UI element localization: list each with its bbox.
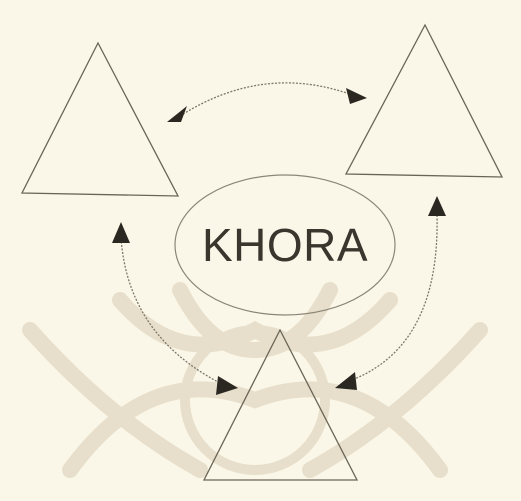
arrow-top-left-head: [167, 106, 187, 122]
triangle-top-right: [346, 25, 502, 177]
khora-label: KHORA: [202, 219, 368, 271]
arrow-left-top-head: [112, 222, 130, 243]
arrow-top-right-head: [346, 88, 367, 104]
arrow-top-curve: [180, 83, 355, 116]
arrow-right-top-head: [428, 196, 446, 216]
triangle-top-left: [22, 43, 178, 196]
arrow-right-bottom-head: [335, 372, 357, 390]
arrow-top: [167, 83, 367, 122]
